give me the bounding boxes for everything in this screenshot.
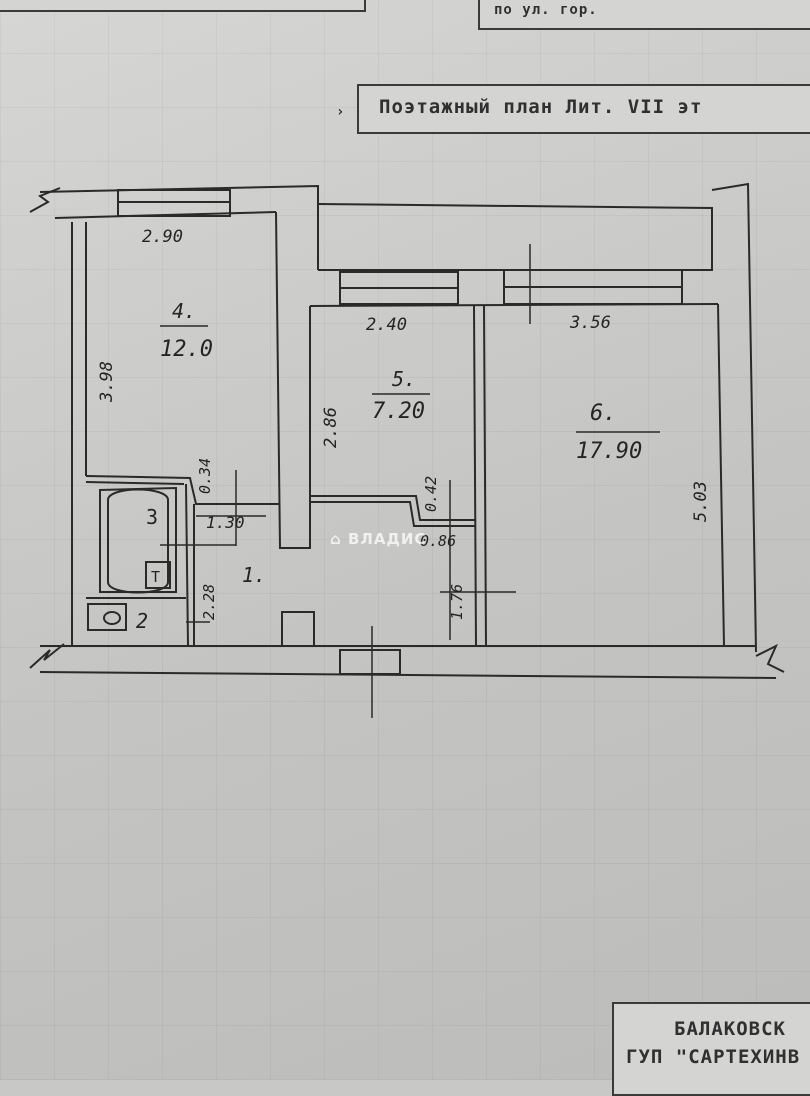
- entrance-door: [339, 649, 401, 675]
- room-5-area: 7.20: [372, 399, 425, 424]
- stamp-line-2: ГУП "САРТЕХИНВ: [626, 1046, 801, 1068]
- stamp-line-1: БАЛАКОВСК: [674, 1018, 786, 1040]
- plan-title: Поэтажный план Лит. VII эт: [379, 96, 703, 118]
- ventilation-shaft: [281, 611, 315, 647]
- room-5-number: 5.: [392, 367, 416, 391]
- dim-034: 0.34: [196, 458, 214, 494]
- dim-356: 3.56: [569, 313, 611, 333]
- sink-bowl-icon: [103, 611, 121, 625]
- wall-east-inner: [717, 303, 725, 647]
- bathtub: [99, 486, 177, 593]
- toilet-label: T: [151, 568, 160, 586]
- top-right-text: по ул. гор.: [494, 2, 598, 18]
- dim-398: 3.98: [97, 361, 117, 403]
- dim-042: 0.42: [422, 476, 440, 512]
- dim-240: 2.40: [366, 315, 407, 335]
- wall-east-outer: [711, 182, 757, 653]
- room-2-number: 2: [136, 609, 148, 633]
- dim-176: 1.76: [448, 584, 466, 620]
- room-1-number: 1.: [242, 563, 266, 587]
- wall-south-room4: [85, 475, 280, 505]
- room-3-number: 3: [146, 505, 158, 529]
- header-pointer-icon: ›: [336, 104, 345, 120]
- break-mark-top-left: [29, 187, 61, 213]
- sink-box: [87, 603, 127, 631]
- break-mark-bottom-left: [29, 643, 65, 669]
- room-4-area: 12.0: [160, 337, 213, 362]
- wall-upper-right: [317, 203, 713, 271]
- room-6-number: 6.: [590, 401, 617, 426]
- room-6-area: 17.90: [576, 439, 642, 464]
- dim-503: 5.03: [691, 481, 711, 522]
- bathtub-inner: [107, 488, 169, 594]
- plan-header-box: Поэтажный план Лит. VII эт: [357, 84, 810, 134]
- wall-north-rooms56: [309, 303, 719, 307]
- wall-partition-5-6-a: [473, 305, 477, 647]
- watermark-logo: ⌂ ВЛАДИС: [330, 530, 426, 548]
- watermark-text: ВЛАДИС: [347, 530, 427, 548]
- wall-bath-top: [85, 481, 185, 485]
- top-right-stamp-box: по ул. гор.: [478, 0, 810, 30]
- top-left-stamp-box: [0, 0, 366, 12]
- watermark-house-icon: ⌂: [330, 530, 342, 548]
- break-mark-bottom-right: [755, 643, 785, 673]
- dim-086: 0.86: [420, 532, 456, 550]
- dim-286: 2.86: [321, 407, 341, 448]
- room-4-number: 4.: [172, 299, 196, 323]
- wall-south-room5-inner: [310, 501, 476, 527]
- wall-south-outer: [39, 671, 777, 679]
- dim-130: 1.30: [206, 513, 245, 532]
- wall-partition-5-6-b: [483, 305, 487, 647]
- wall-bath-east: [185, 483, 189, 647]
- dim-290: 2.90: [142, 227, 183, 247]
- wall-partition-4-5: [275, 211, 311, 549]
- bti-stamp-box: БАЛАКОВСК ГУП "САРТЕХИНВ: [612, 1002, 810, 1096]
- toilet-box: [145, 561, 171, 589]
- dim-228: 2.28: [200, 584, 218, 620]
- wall-south-room5: [310, 495, 476, 521]
